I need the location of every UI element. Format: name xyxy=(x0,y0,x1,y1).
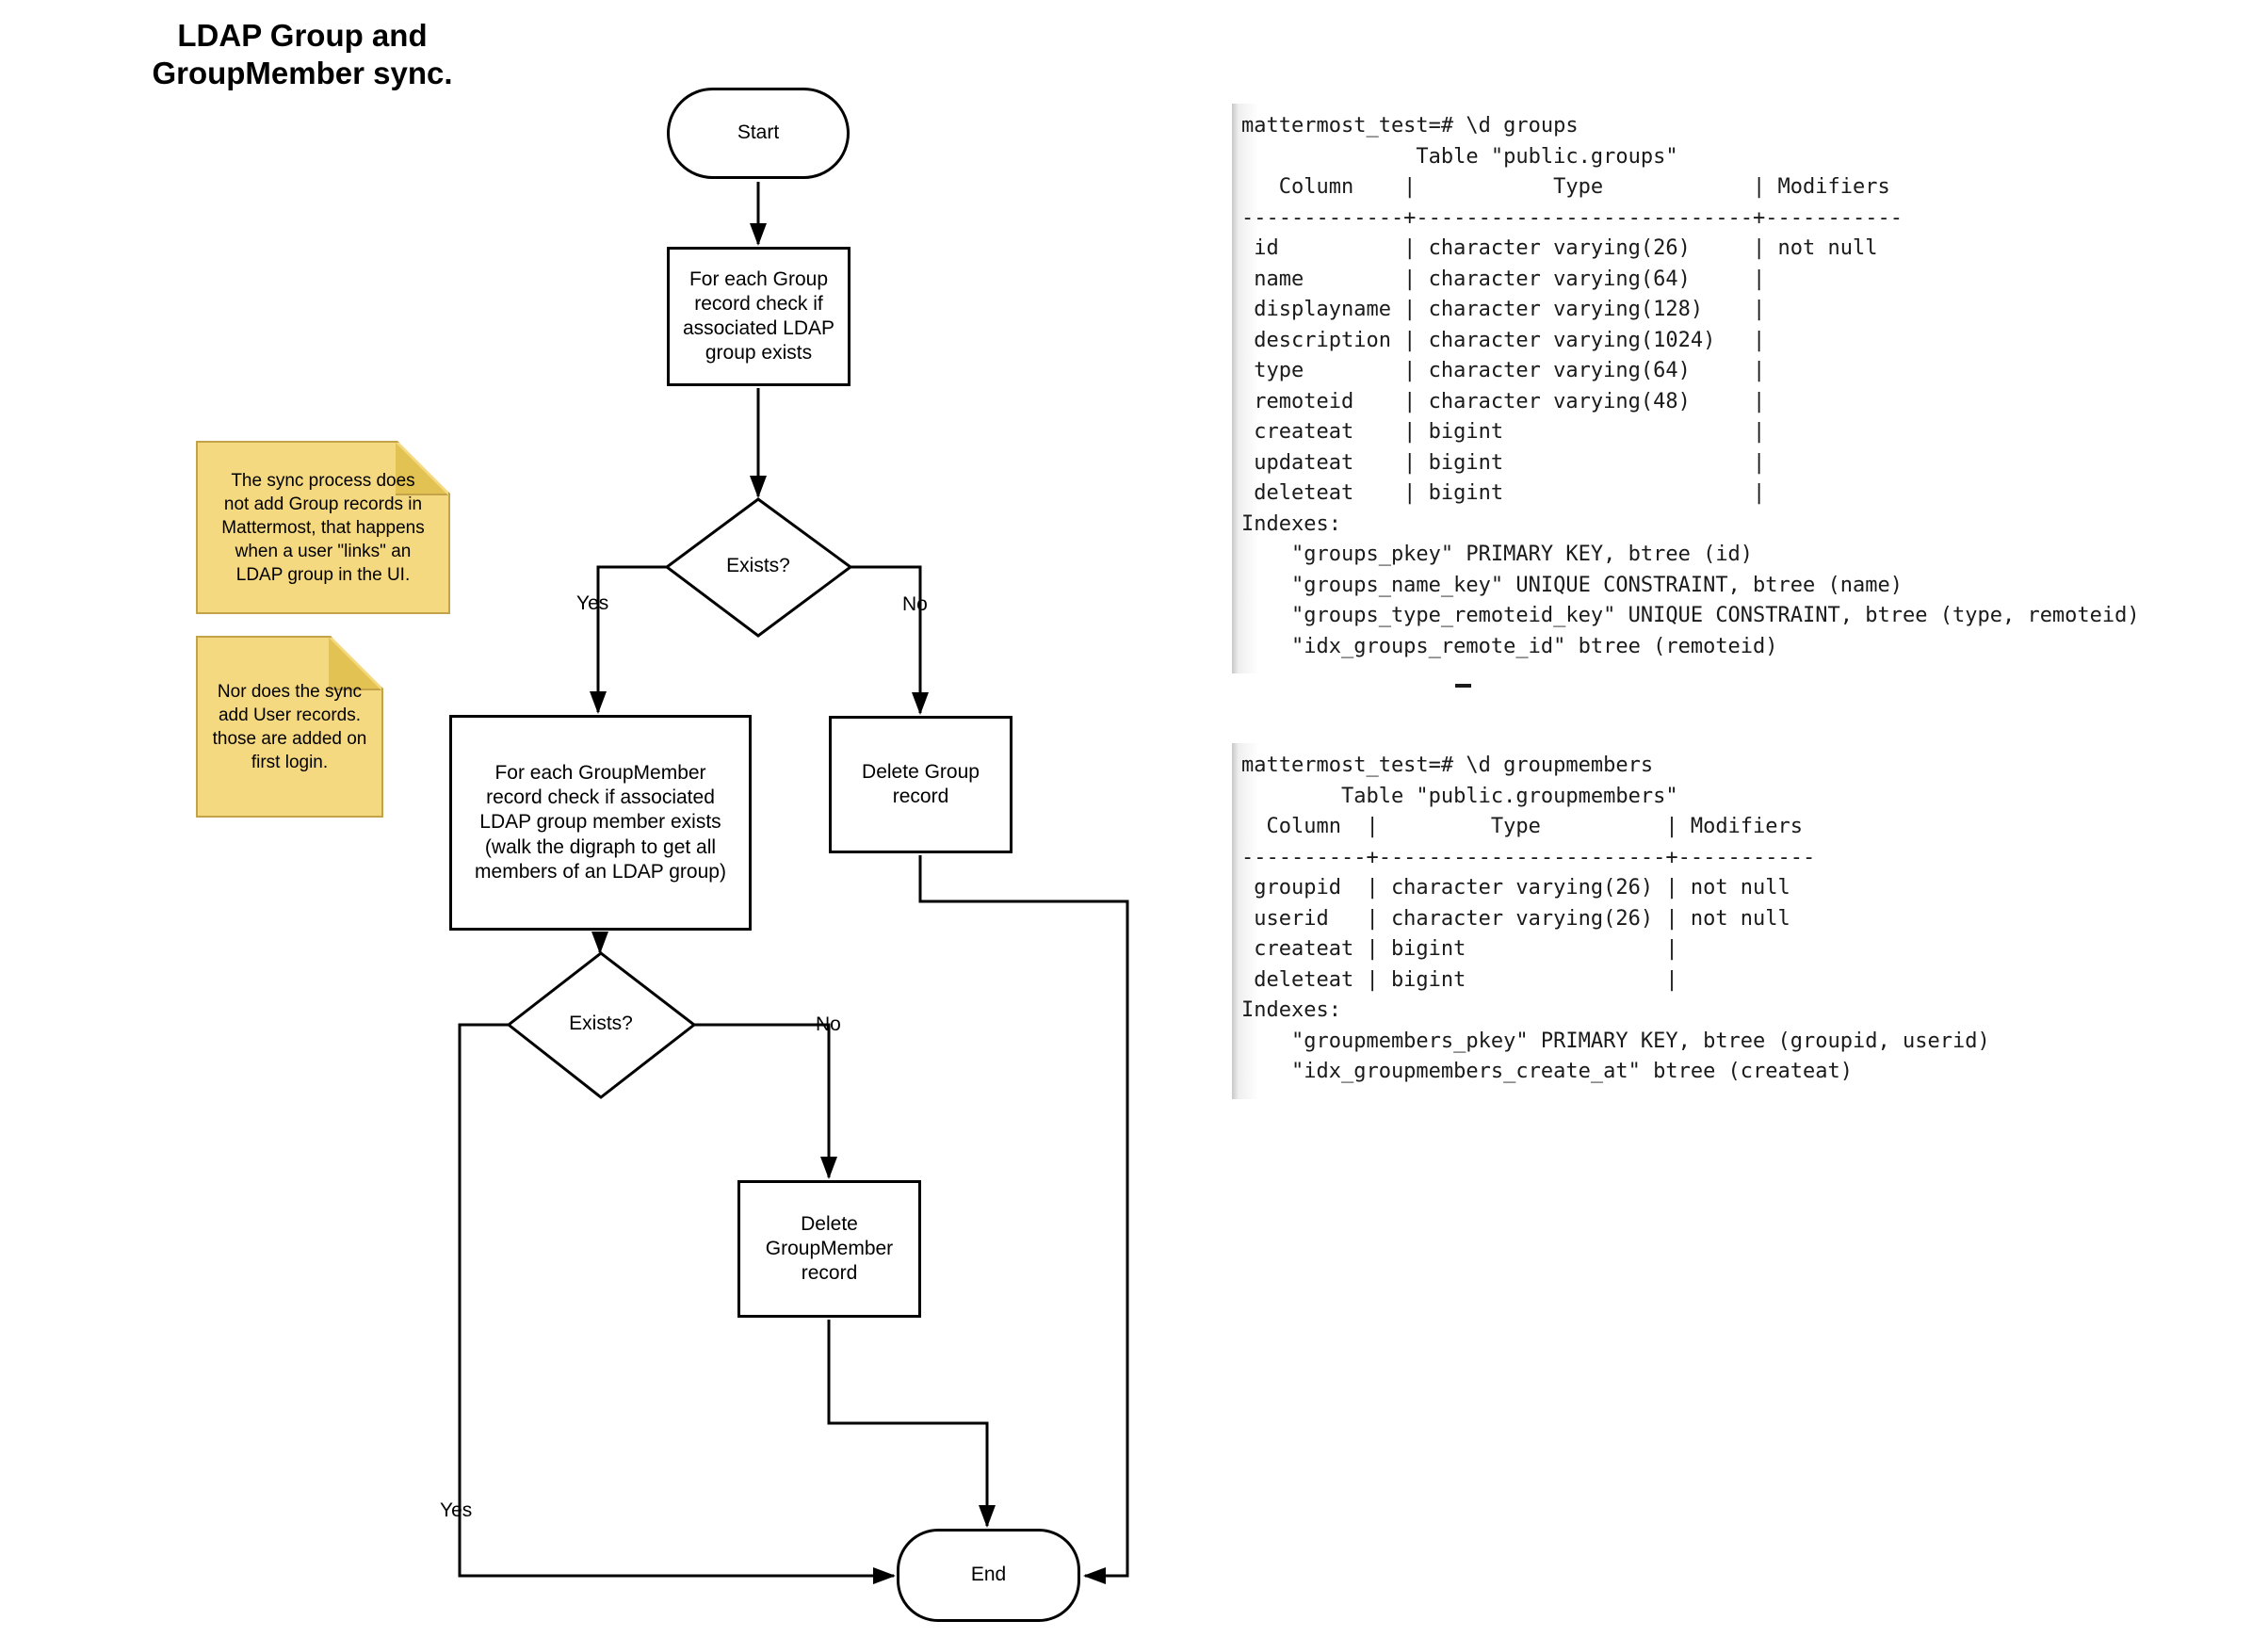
decision-member-exists-diamond xyxy=(506,951,697,1099)
decision-group-exists-diamond xyxy=(664,497,853,638)
edge-exists-member-no xyxy=(694,1023,837,1179)
edge-delete-group-to-end xyxy=(918,855,1129,1584)
decision-member-exists-label: Exists? xyxy=(569,1013,633,1034)
end-node: End xyxy=(897,1529,1080,1622)
diagram-title: LDAP Group and GroupMember sync. xyxy=(152,18,453,91)
check-group-node: For each Group record check if associate… xyxy=(667,247,850,386)
check-groupmember-node: For each GroupMember record check if ass… xyxy=(449,715,752,931)
psql-groupmembers-table-output: mattermost_test=# \d groupmembers Table … xyxy=(1232,743,2005,1099)
sticky-note-text: The sync process does not add Group reco… xyxy=(221,470,425,585)
terminal-cursor xyxy=(1455,684,1471,688)
edge-exists-group-yes xyxy=(590,565,667,714)
delete-group-node: Delete Group record xyxy=(829,716,1012,853)
edge-exists-group-no xyxy=(850,565,929,715)
delete-groupmember-node: Delete GroupMember record xyxy=(737,1180,921,1318)
edge-delete-member-to-end xyxy=(827,1320,996,1528)
edge-label-group-no: No xyxy=(902,593,928,615)
edge-label-member-no: No xyxy=(816,1013,841,1035)
edge-label-member-yes: Yes xyxy=(440,1499,473,1521)
sticky-note-group-sync: The sync process does not add Group reco… xyxy=(196,441,450,614)
sticky-note-user-sync: Nor does the sync add User records. thos… xyxy=(196,636,383,818)
decision-group-exists-label: Exists? xyxy=(726,555,790,576)
sticky-note-text: Nor does the sync add User records. thos… xyxy=(212,681,367,772)
edge-exists-member-yes-to-end xyxy=(458,1023,896,1584)
start-node: Start xyxy=(667,88,850,179)
edge-label-group-yes: Yes xyxy=(576,592,609,614)
psql-groups-table-output: mattermost_test=# \d groups Table "publi… xyxy=(1232,104,2155,673)
